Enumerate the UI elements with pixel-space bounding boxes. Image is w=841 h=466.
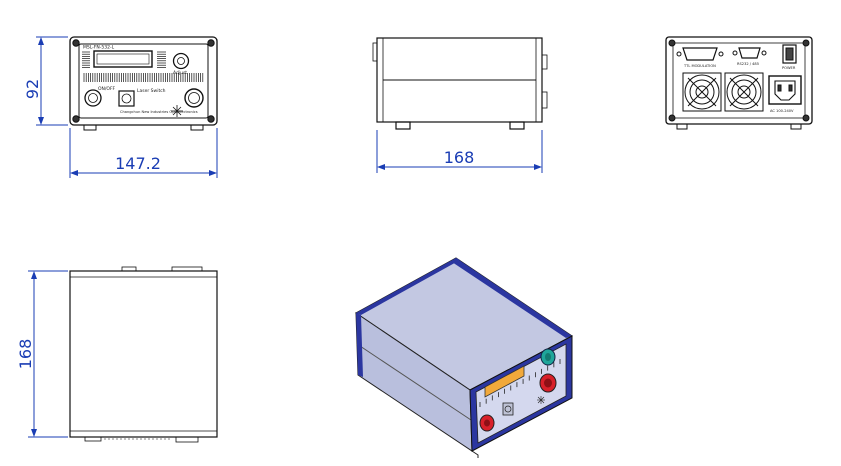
front-height-value: 92 bbox=[23, 79, 42, 99]
front-brand-line: Changchun New Industries Optoelectronics bbox=[120, 110, 198, 114]
rear-inlet-label: AC 100-240V bbox=[770, 109, 794, 113]
rear-power-inlet bbox=[768, 75, 802, 105]
top-length-dimension bbox=[28, 270, 68, 438]
side-housing bbox=[376, 37, 543, 123]
rear-view bbox=[665, 36, 813, 130]
laser-warning-icon bbox=[171, 105, 183, 117]
side-length-value: 168 bbox=[444, 148, 475, 167]
side-length-dimension bbox=[376, 130, 543, 173]
front-panel-inner bbox=[78, 43, 209, 119]
rear-fan-right bbox=[724, 72, 764, 112]
top-housing bbox=[69, 270, 218, 438]
rear-switch-label: POWER bbox=[782, 66, 796, 70]
front-screws bbox=[72, 39, 215, 123]
iso-display bbox=[484, 365, 525, 398]
iso-laser-warning-icon bbox=[537, 396, 545, 404]
front-vent-slots bbox=[82, 51, 204, 82]
rear-power-switch bbox=[782, 44, 797, 64]
front-model-label: MSL-FN-532-L bbox=[83, 45, 115, 51]
front-view bbox=[69, 36, 218, 131]
front-key-label: ON/OFF bbox=[98, 86, 116, 92]
front-key-switch bbox=[84, 89, 102, 107]
isometric-view bbox=[355, 257, 573, 458]
front-knob-label: Adjust bbox=[173, 70, 187, 76]
rear-fan-left bbox=[682, 72, 722, 112]
front-width-dimension bbox=[69, 128, 218, 178]
iso-interlock-connector bbox=[502, 402, 514, 416]
front-width-value: 147.2 bbox=[115, 154, 161, 173]
front-emission-button bbox=[184, 88, 204, 108]
front-height-dimension bbox=[36, 36, 68, 126]
rear-housing bbox=[665, 36, 813, 125]
front-display bbox=[93, 50, 153, 68]
rear-db9-connector bbox=[738, 47, 761, 59]
side-view bbox=[372, 37, 548, 130]
front-interlock-connector bbox=[118, 90, 135, 107]
iso-vent-slots bbox=[479, 359, 561, 407]
rear-db9-label: RS232 / 485 bbox=[737, 62, 759, 66]
front-housing bbox=[69, 36, 218, 126]
front-adjust-knob bbox=[172, 52, 190, 70]
rear-db15-connector bbox=[682, 47, 718, 61]
top-length-value: 168 bbox=[16, 339, 35, 370]
top-view bbox=[69, 266, 218, 443]
front-switch-label: Laser Switch bbox=[137, 88, 166, 94]
rear-db15-label: TTL MODULATION bbox=[683, 64, 716, 68]
